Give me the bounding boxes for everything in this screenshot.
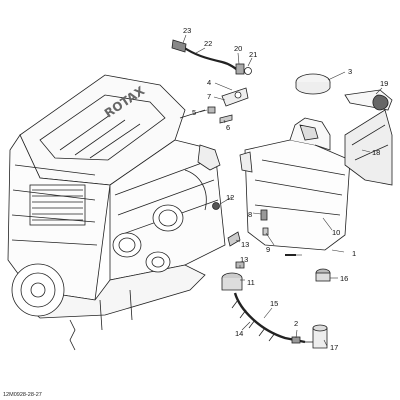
callout-17: 17: [330, 343, 338, 352]
callouts: 1 2 3 4 5 6 7 8 9 10 11 12 13 13 14 15 1…: [183, 26, 388, 352]
filler-cap: [295, 73, 331, 95]
engine-block: [7, 74, 226, 351]
heat-shield-part: [344, 109, 393, 186]
callout-19: 19: [380, 79, 388, 88]
vent-hose-assembly: [171, 39, 252, 75]
callout-22: 22: [204, 39, 212, 48]
seal-part: [344, 89, 393, 111]
leader-lines: [182, 34, 383, 347]
callout-15: 15: [270, 299, 278, 308]
callout-5: 5: [192, 108, 196, 117]
callout-23: 23: [183, 26, 191, 35]
callout-9: 9: [266, 245, 270, 254]
reference-code: 12M0928-28-27: [3, 392, 42, 398]
callout-20: 20: [234, 44, 242, 53]
callout-13-upper: 13: [241, 240, 249, 249]
callout-18: 18: [372, 148, 380, 157]
oil-tank: [239, 117, 351, 251]
callout-12: 12: [226, 193, 234, 202]
callout-6: 6: [226, 123, 230, 132]
callout-2: 2: [294, 319, 298, 328]
lower-fittings: [212, 202, 331, 291]
callout-1: 1: [352, 249, 356, 258]
callout-14: 14: [235, 329, 243, 338]
callout-3: 3: [348, 67, 352, 76]
callout-8: 8: [248, 210, 252, 219]
callout-16: 16: [340, 274, 348, 283]
callout-4: 4: [207, 78, 211, 87]
callout-13-lower: 13: [240, 255, 248, 264]
drain-hose-assembly: [231, 292, 328, 349]
callout-11: 11: [247, 278, 255, 287]
bracket-hardware: [179, 87, 249, 124]
callout-7: 7: [207, 92, 211, 101]
callout-10: 10: [332, 228, 340, 237]
callout-21: 21: [249, 50, 257, 59]
